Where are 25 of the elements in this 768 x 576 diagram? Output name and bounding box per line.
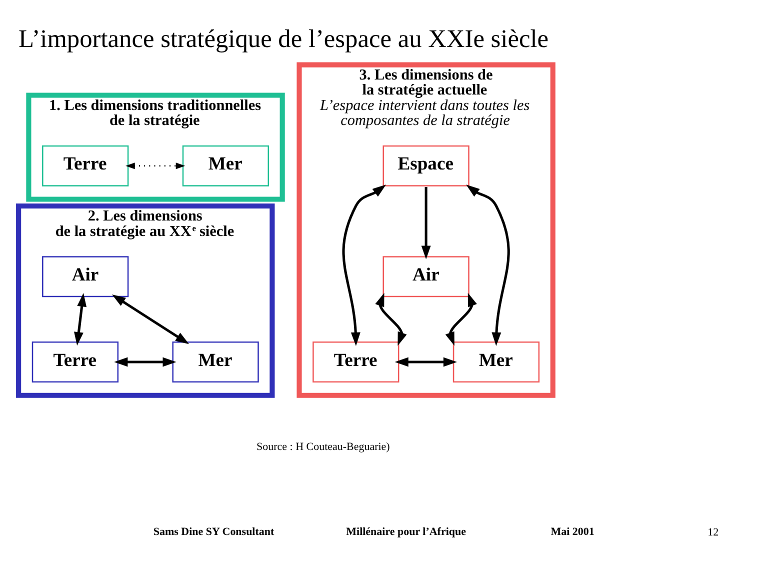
node-box: Air: [42, 256, 129, 298]
diagram-title: L’importance stratégique de l’espace au XXIe siècle: [18, 25, 549, 54]
label: Mai 2001: [550, 526, 594, 538]
arrow: [394, 357, 457, 367]
node-box: Mer: [182, 145, 270, 186]
arrow: [112, 294, 190, 344]
node-box: Air: [382, 256, 470, 298]
arrow: [466, 184, 510, 346]
arrow: [342, 184, 386, 346]
label: Millénaire pour l’Afrique: [346, 526, 466, 538]
node-box: Terre: [312, 341, 400, 382]
arrow: [114, 357, 176, 367]
label: Source : H Couteau-Beguarie): [256, 441, 390, 454]
label: 12: [708, 526, 719, 539]
node-box: Espace: [382, 145, 470, 186]
node-box: Mer: [172, 341, 259, 382]
node-box: Terre: [32, 341, 119, 382]
arrow: [445, 292, 477, 346]
label: Sams Dine SY Consultant: [153, 526, 274, 538]
node-box: Mer: [452, 341, 540, 382]
arrow: [375, 292, 407, 346]
arrow: [74, 293, 87, 346]
node-box: Terre: [42, 145, 129, 186]
arrow: [126, 162, 186, 170]
arrow: [421, 186, 431, 260]
